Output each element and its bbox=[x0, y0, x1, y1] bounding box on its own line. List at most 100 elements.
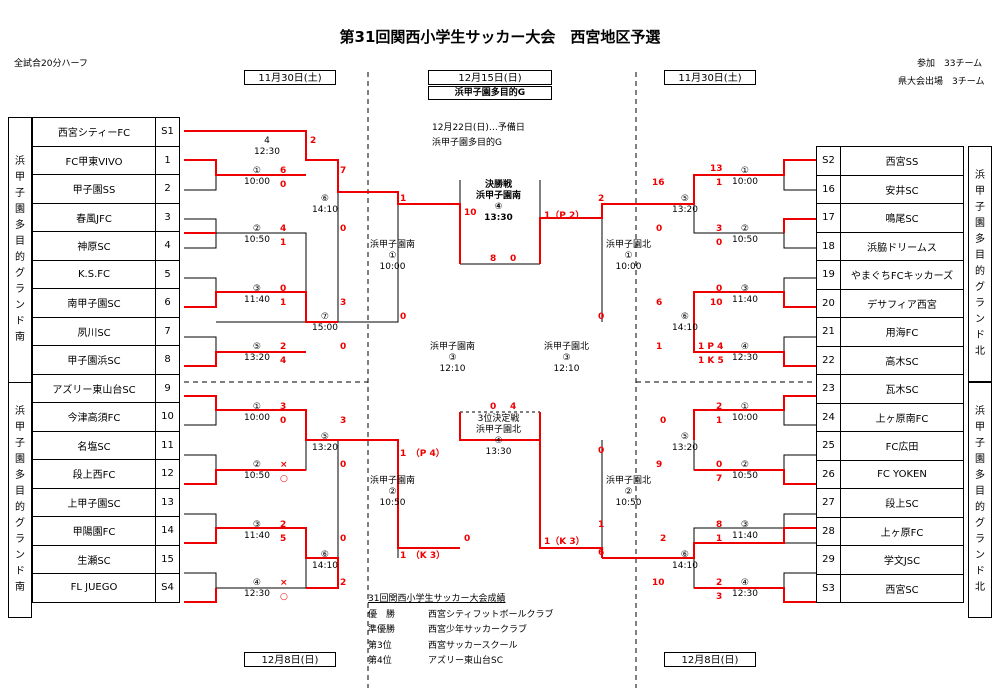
score: 2 bbox=[660, 534, 667, 544]
team-number: 25 bbox=[816, 431, 841, 461]
team-name: 上ヶ原南FC bbox=[840, 402, 964, 432]
score: 0 bbox=[660, 416, 667, 426]
score: 0 bbox=[340, 224, 347, 234]
score: 0 bbox=[598, 312, 605, 322]
semi-right-top: 浜甲子園北 ① 10:00 bbox=[606, 240, 652, 272]
team-name: 鳴尾SC bbox=[840, 203, 964, 233]
results-row: 準優勝西宮少年サッカークラブ bbox=[368, 623, 553, 639]
match-leftb-5: ⑤ 13:20 bbox=[312, 432, 338, 453]
score: 10 bbox=[464, 208, 477, 218]
page-title: 第31回関西小学生サッカー大会 西宮地区予選 bbox=[339, 28, 661, 46]
qualifiers-note: 県大会出場 3チーム bbox=[898, 77, 985, 87]
team-name: FC広田 bbox=[840, 431, 964, 461]
score: × bbox=[280, 578, 288, 588]
team-number: 3 bbox=[155, 202, 180, 232]
team-number: 27 bbox=[816, 488, 841, 518]
team-number: 10 bbox=[155, 402, 180, 432]
score: ○ bbox=[280, 474, 288, 484]
team-name: 名塩SC bbox=[32, 430, 156, 460]
team-number: 28 bbox=[816, 516, 841, 546]
team-name: K.S.FC bbox=[32, 259, 156, 289]
reserve-date: 12月22日(日)…予備日 bbox=[432, 123, 525, 133]
team-name: 西宮シティーFC bbox=[32, 117, 156, 147]
score: 6 bbox=[280, 166, 287, 176]
score: 16 bbox=[652, 178, 665, 188]
score: 1 （P 4） bbox=[400, 449, 445, 459]
team-name: 浜脇ドリームス bbox=[840, 231, 964, 261]
team-name: 甲陽園FC bbox=[32, 516, 156, 546]
date-left-top: 11月30日(土) bbox=[244, 70, 336, 85]
team-name: 甲子園浜SC bbox=[32, 345, 156, 375]
team-number: 4 bbox=[155, 231, 180, 261]
semi-left-top: 浜甲子園南 ① 10:00 bbox=[370, 240, 416, 272]
score: 0 bbox=[510, 254, 517, 264]
team-number: 12 bbox=[155, 459, 180, 489]
team-name: 高木SC bbox=[840, 345, 964, 375]
results-block: 31回関西小学生サッカー大会成績 優 勝西宮シティフットボールクラブ準優勝西宮少… bbox=[368, 592, 553, 670]
score: 1 bbox=[280, 298, 287, 308]
team-number: S1 bbox=[155, 117, 180, 147]
team-number: 11 bbox=[155, 430, 180, 460]
team-number: 6 bbox=[155, 288, 180, 318]
participants-note: 参加 33チーム bbox=[917, 59, 983, 69]
team-number: 8 bbox=[155, 345, 180, 375]
team-number: 9 bbox=[155, 373, 180, 403]
results-team: 西宮シティフットボールクラブ bbox=[428, 609, 554, 620]
score: 1 bbox=[280, 238, 287, 248]
team-number: 21 bbox=[816, 317, 841, 347]
score: 1 K 5 bbox=[698, 356, 724, 366]
score: 0 bbox=[598, 446, 605, 456]
center-right: 浜甲子園北 ③ 12:10 bbox=[544, 342, 590, 374]
team-number: 17 bbox=[816, 203, 841, 233]
team-number: 26 bbox=[816, 459, 841, 489]
results-team: アズリー東山台SC bbox=[428, 656, 503, 666]
team-name: 上ヶ原FC bbox=[840, 516, 964, 546]
team-number: 7 bbox=[155, 316, 180, 346]
score: 0 bbox=[340, 534, 347, 544]
team-name: 安井SC bbox=[840, 174, 964, 204]
score: 0 bbox=[656, 224, 663, 234]
score: 0 bbox=[280, 180, 287, 190]
match-leftb-6: ⑥ 14:10 bbox=[312, 550, 338, 571]
match-left-2: ② 10:50 bbox=[244, 224, 270, 245]
results-row: 第3位西宮サッカースクール bbox=[368, 639, 553, 655]
results-row: 第4位アズリー東山台SC bbox=[368, 654, 553, 670]
match-right-4: ④ 12:30 bbox=[732, 342, 758, 363]
match-left-4: 4 12:30 bbox=[254, 136, 280, 157]
rules-note: 全試合20分ハーフ bbox=[14, 59, 88, 69]
match-rightb-5: ⑤ 13:20 bbox=[672, 432, 698, 453]
score: 3 bbox=[340, 416, 347, 426]
score: 0 bbox=[490, 402, 497, 412]
team-number: 5 bbox=[155, 259, 180, 289]
team-name: 甲子園SS bbox=[32, 174, 156, 204]
team-name: FC甲東VIVO bbox=[32, 145, 156, 175]
match-left-5: ⑤ 13:20 bbox=[244, 342, 270, 363]
team-name: デサフィア西宮 bbox=[840, 288, 964, 318]
score: 0 bbox=[280, 284, 287, 294]
match-left-3: ③ 11:40 bbox=[244, 284, 270, 305]
results-row: 優 勝西宮シティフットボールクラブ bbox=[368, 608, 553, 624]
results-rank: 第3位 bbox=[368, 640, 392, 651]
score: 10 bbox=[652, 578, 665, 588]
team-name: 段上SC bbox=[840, 488, 964, 518]
score: 8 bbox=[490, 254, 497, 264]
team-number: 13 bbox=[155, 487, 180, 517]
match-right-6: ⑥ 14:10 bbox=[672, 312, 698, 333]
